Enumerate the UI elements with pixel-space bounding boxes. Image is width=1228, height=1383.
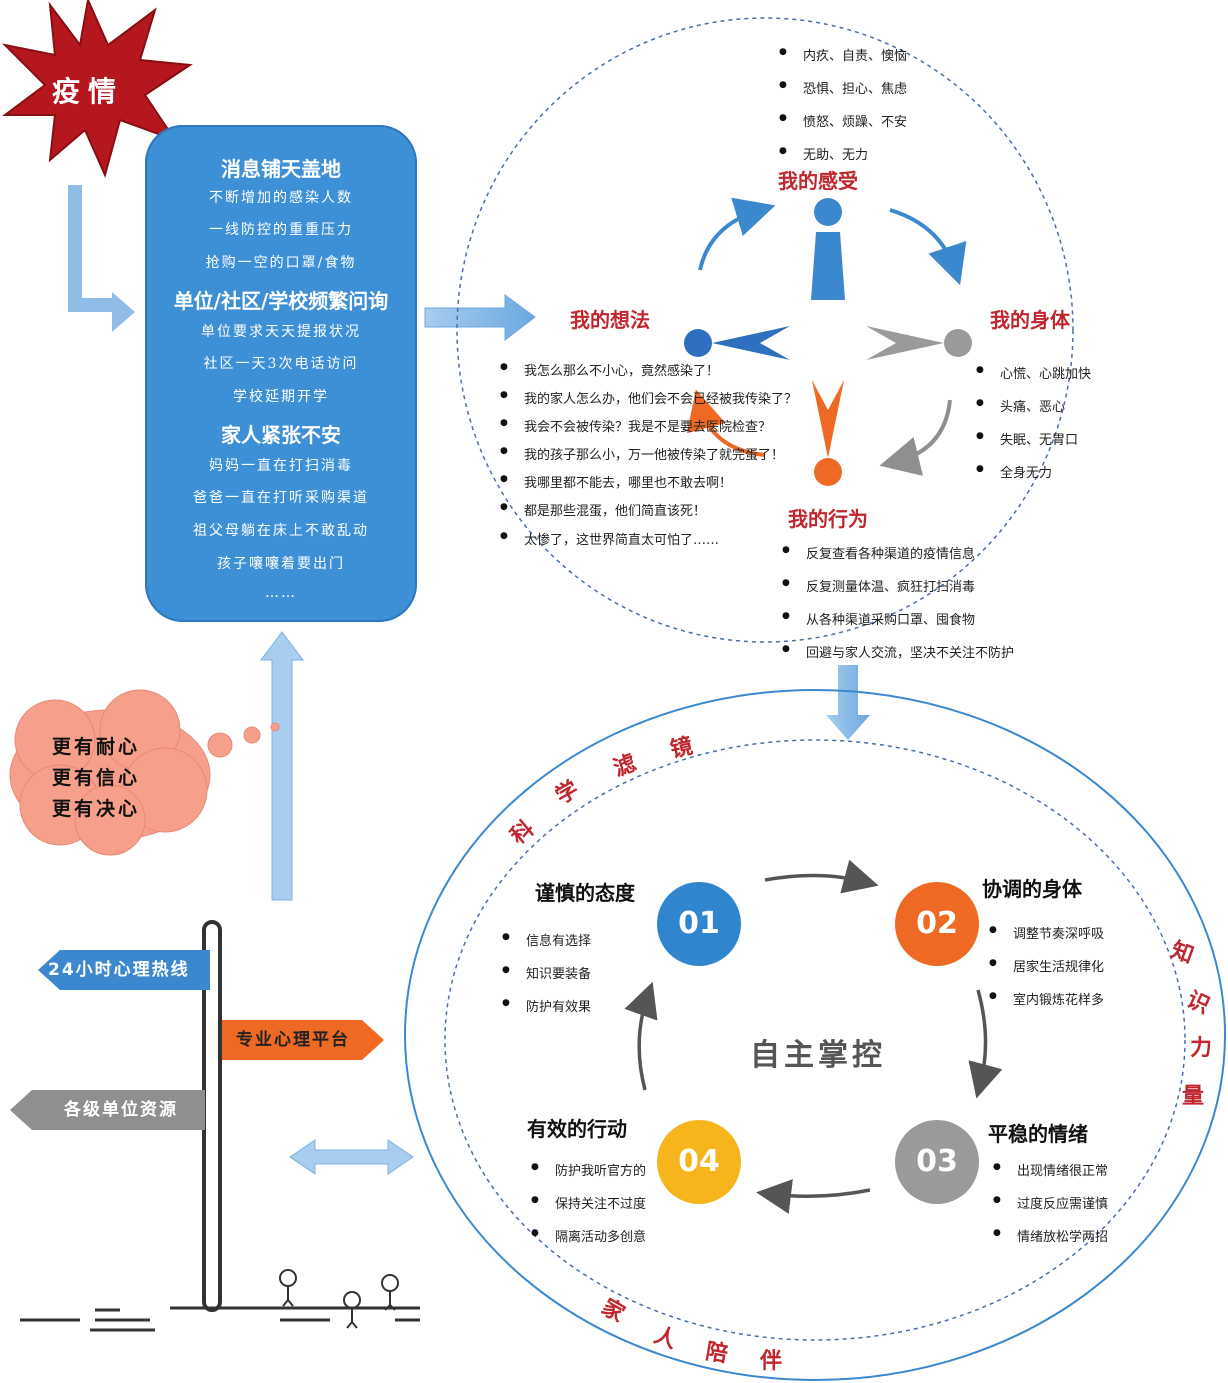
quadrant-number-03: 03 — [895, 1120, 979, 1204]
resources-sign[interactable]: 各级单位资源 — [64, 1100, 178, 1120]
info-line: 不断增加的感染人数 — [209, 190, 353, 206]
quadrant-number-01: 01 — [657, 882, 741, 966]
quadrant-item: 室内锻炼花样多 — [989, 989, 1104, 1008]
loop-arrow-bottom — [756, 1179, 871, 1214]
quadrant-item: 保持关注不过度 — [531, 1193, 646, 1212]
loop-arrow-top — [764, 859, 879, 894]
center-label: 自主掌控 — [750, 1038, 886, 1073]
cycle-arrow-2 — [889, 208, 967, 286]
body-item: 心慌、心跳加快 — [976, 363, 1091, 382]
small-figures — [279, 1269, 399, 1329]
arc-label-right: 力 — [1190, 1035, 1213, 1061]
circle-to-control-arrow — [826, 665, 870, 740]
quadrant-title-02: 协调的身体 — [982, 877, 1082, 901]
resources-sign-shape — [10, 1090, 205, 1130]
body-item: 全身无力 — [976, 462, 1052, 481]
epidemic-burst — [1, 0, 193, 178]
loop-arrow-left — [624, 981, 658, 1091]
quadrant-title-03: 平稳的情绪 — [988, 1122, 1088, 1146]
box-to-circle-arrow — [424, 294, 536, 342]
body-item: 失眠、无胃口 — [976, 429, 1078, 448]
thought-figure — [684, 326, 790, 360]
cloud-line: 更有决心 — [52, 798, 141, 820]
quadrant-item: 防护我听官方的 — [531, 1160, 646, 1179]
quadrant-item: 情绪放松学两招 — [993, 1226, 1108, 1245]
info-box: 消息铺天盖地 不断增加的感染人数 一线防控的重重压力 抢购一空的口罩/食物 单位… — [145, 125, 417, 622]
support-up-arrow — [260, 631, 304, 901]
info-ellipsis: …… — [265, 585, 297, 601]
quadrant-item: 过度反应需谨慎 — [993, 1193, 1108, 1212]
info-heading-3: 家人紧张不安 — [221, 423, 341, 447]
quadrant-title-01: 谨慎的态度 — [535, 881, 635, 905]
info-line: 妈妈一直在打扫消毒 — [209, 458, 353, 474]
platform-sign[interactable]: 专业心理平台 — [236, 1030, 350, 1050]
thought-item: 太惨了，这世界简直太可怕了…… — [500, 529, 719, 548]
feeling-item: 内疚、自责、懊恼 — [779, 45, 907, 64]
behavior-figure — [812, 380, 844, 486]
info-line: 社区一天3次电话访问 — [203, 356, 359, 372]
platform-sign-shape — [222, 1020, 384, 1060]
thought-item: 我会不会被传染？我是不是要去医院检查？ — [500, 416, 771, 435]
thought-item: 我怎么那么不小心，竟然感染了！ — [500, 360, 719, 379]
cognition-circle — [456, 17, 1074, 643]
body-item: 头痛、恶心 — [976, 396, 1065, 415]
quadrant-item: 防护有效果 — [502, 996, 591, 1015]
arc-label-bottom: 伴 — [760, 1348, 783, 1374]
control-outer-circle — [404, 689, 1226, 1381]
arc-label-right: 量 — [1182, 1083, 1205, 1109]
behavior-item: 反复测量体温、疯狂打扫消毒 — [782, 576, 975, 595]
loop-arrow-right — [968, 989, 1003, 1099]
info-line: 学校延期开学 — [233, 389, 329, 405]
behavior-title: 我的行为 — [788, 507, 868, 531]
info-line: 孩子嚷嚷着要出门 — [217, 556, 345, 572]
quadrant-item: 调整节奏深呼吸 — [989, 923, 1104, 942]
ground-lines — [20, 1306, 420, 1332]
thought-item: 我的孩子那么小，万一他被传染了就完蛋了！ — [500, 444, 784, 463]
thought-item: 我的家人怎么办，他们会不会已经被我传染了？ — [500, 388, 797, 407]
cycle-arrow-1 — [698, 197, 776, 271]
hotline-sign[interactable]: 24小时心理热线 — [48, 960, 190, 980]
thought-item: 都是那些混蛋，他们简直该死！ — [500, 500, 706, 519]
double-arrow — [289, 1139, 414, 1175]
body-figure — [866, 326, 972, 360]
info-line: 单位要求天天提报状况 — [201, 324, 361, 340]
feelings-title: 我的感受 — [778, 169, 858, 193]
quadrant-item: 出现情绪很正常 — [993, 1160, 1108, 1179]
info-line: 一线防控的重重压力 — [209, 222, 353, 238]
feeling-item: 恐惧、担心、焦虑 — [779, 78, 907, 97]
thought-cloud — [9, 689, 280, 856]
thought-item: 我哪里都不能去，哪里也不敢去啊！ — [500, 472, 732, 491]
quadrant-number-04: 04 — [657, 1120, 741, 1204]
cloud-line: 更有耐心 — [52, 736, 141, 758]
behavior-item: 反复查看各种渠道的疫情信息 — [782, 543, 975, 562]
cycle-arrow-3 — [879, 399, 952, 476]
body-title: 我的身体 — [990, 308, 1070, 332]
info-line: 祖父母躺在床上不敢乱动 — [193, 523, 369, 539]
quadrant-item: 居家生活规律化 — [989, 956, 1104, 975]
thoughts-title: 我的想法 — [570, 308, 650, 332]
info-line: 爸爸一直在打听采购渠道 — [193, 490, 369, 506]
burst-label: 疫情 — [52, 75, 125, 108]
quadrant-item: 知识要装备 — [502, 963, 591, 982]
info-heading-2: 单位/社区/学校频繁问询 — [173, 289, 389, 313]
feeling-item: 无助、无力 — [779, 144, 868, 163]
cloud-line: 更有信心 — [52, 767, 141, 789]
quadrant-number-02: 02 — [895, 882, 979, 966]
burst-to-box-arrow — [68, 185, 115, 312]
behavior-item: 从各种渠道采购口罩、囤食物 — [782, 609, 975, 628]
feeling-item: 愤怒、烦躁、不安 — [779, 111, 907, 130]
behavior-item: 回避与家人交流，坚决不关注不防护 — [782, 642, 1014, 661]
feeling-figure — [811, 198, 845, 300]
info-heading-1: 消息铺天盖地 — [221, 157, 341, 181]
quadrant-item: 信息有选择 — [502, 930, 591, 949]
quadrant-title-04: 有效的行动 — [527, 1117, 627, 1141]
hotline-sign-shape — [38, 950, 210, 990]
info-line: 抢购一空的口罩/食物 — [205, 255, 357, 271]
control-inner-circle — [444, 739, 1186, 1341]
quadrant-item: 隔离活动多创意 — [531, 1226, 646, 1245]
